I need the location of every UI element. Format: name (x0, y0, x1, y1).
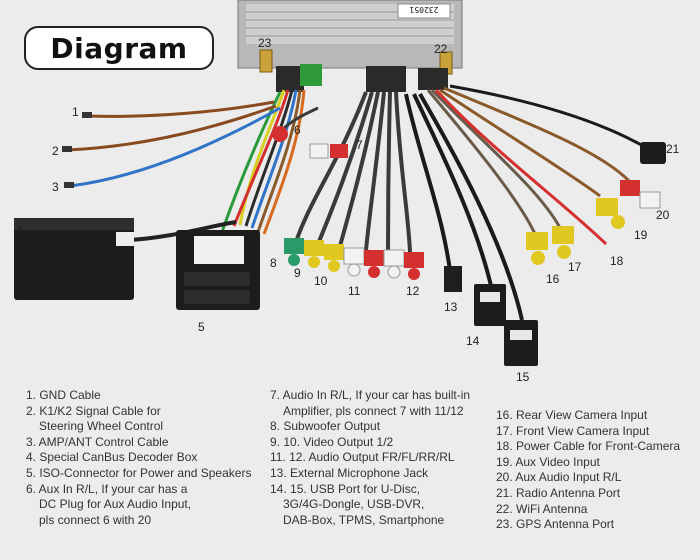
canbus-decoder-box (14, 218, 134, 300)
legend-item-continued: Amplifier, pls connect 7 with 11/12 (283, 403, 464, 418)
callout-5: 5 (198, 320, 205, 334)
legend-item: 11. 12. Audio Output FR/FL/RR/RL (270, 450, 455, 465)
rca-plug-video-2 (324, 244, 344, 272)
callout-8: 8 (270, 256, 277, 270)
legend-item: 7. Audio In R/L, If your car has built-i… (270, 388, 471, 402)
legend-column-1: 1. GND Cable 2. K1/K2 Signal Cable for S… (26, 388, 251, 528)
gps-antenna-port (259, 49, 273, 73)
callout-10: 10 (314, 274, 328, 288)
legend-item: 9. 10. Video Output 1/2 (270, 434, 394, 449)
harness-plug-left (276, 66, 304, 92)
legend-item-continued: Steering Wheel Control (39, 419, 164, 434)
callout-11: 11 (348, 284, 361, 298)
wiring-illustration: 232051 (14, 0, 666, 366)
callout-12: 12 (406, 284, 420, 298)
legend-item: 13. External Microphone Jack (270, 465, 429, 480)
callout-17: 17 (568, 260, 582, 274)
microphone-jack (444, 266, 462, 292)
rca-plug-audio-red-2 (404, 252, 424, 280)
callout-1: 1 (72, 105, 79, 119)
usb-plug-2 (504, 320, 538, 366)
callout-16: 16 (546, 272, 560, 286)
harness-plug-green (300, 64, 322, 86)
legend-item: 17. Front View Camera Input (496, 423, 650, 438)
callout-2: 2 (52, 144, 59, 158)
legend-item-continued: pls connect 6 with 20 (39, 512, 152, 527)
callout-9: 9 (294, 266, 301, 280)
legend-item: 14. 15. USB Port for U-Disc, (270, 481, 421, 496)
aux-in-plug (272, 126, 288, 142)
diagram-title: Diagram (50, 31, 188, 65)
callout-23: 23 (258, 36, 272, 50)
rca-plug-aux-video (596, 198, 625, 229)
callout-18: 18 (610, 254, 624, 268)
legend-item: 18. Power Cable for Front-Camera (496, 439, 681, 454)
rca-plug-front-camera (552, 226, 574, 259)
audio-in-rca-pair (309, 143, 348, 159)
rca-plug-audio-white-2 (383, 249, 405, 279)
rca-plug-audio-white-1 (343, 247, 365, 277)
callout-14: 14 (466, 334, 480, 348)
legend-item: 4. Special CanBus Decoder Box (26, 450, 198, 465)
callout-13: 13 (444, 300, 458, 314)
iso-connector (176, 230, 260, 310)
legend-item: 8. Subwoofer Output (270, 419, 381, 434)
legend-item: 2. K1/K2 Signal Cable for (26, 403, 161, 418)
legend-item: 20. Aux Audio Input R/L (496, 470, 622, 485)
legend-item: 5. ISO-Connector for Power and Speakers (26, 465, 252, 480)
legend-item-continued: 3G/4G-Dongle, USB-DVR, (283, 497, 425, 512)
head-unit: 232051 (237, 0, 463, 69)
callout-19: 19 (634, 228, 648, 242)
legend-item: 19. Aux Video Input (496, 454, 600, 469)
harness-plug-right (418, 68, 448, 90)
callout-7: 7 (356, 138, 363, 152)
rca-plug-rear-camera (526, 232, 548, 265)
rca-plug-video-1 (304, 240, 324, 268)
legend-item: 21. Radio Antenna Port (496, 485, 621, 500)
callout-3: 3 (52, 180, 59, 194)
serial-label: 232051 (409, 5, 438, 14)
title-box: Diagram (24, 26, 214, 70)
callout-21: 21 (666, 142, 680, 156)
legend-item: 23. GPS Antenna Port (496, 517, 615, 532)
legend-item: 22. WiFi Antenna (496, 501, 588, 516)
rca-plug-aux-audio (620, 180, 661, 209)
callout-20: 20 (656, 208, 670, 222)
harness-plug-center (366, 66, 406, 92)
legend-item: 6. Aux In R/L, If your car has a (26, 481, 188, 496)
callout-4: 4 (16, 224, 23, 238)
callout-15: 15 (516, 370, 530, 384)
radio-antenna-plug (640, 142, 666, 164)
legend-column-2: 7. Audio In R/L, If your car has built-i… (270, 388, 470, 528)
legend-item: 1. GND Cable (26, 388, 101, 402)
legend-item: 16. Rear View Camera Input (496, 408, 648, 422)
rca-plug-audio-red-1 (364, 250, 384, 278)
usb-plug-1 (474, 284, 506, 326)
callout-6: 6 (294, 123, 301, 137)
legend-item-continued: DC Plug for Aux Audio Input, (39, 497, 192, 512)
legend-item-continued: DAB-Box, TPMS, Smartphone (283, 512, 445, 527)
callout-22: 22 (434, 42, 448, 56)
rca-plug-subwoofer (284, 238, 304, 266)
legend-item: 3. AMP/ANT Control Cable (26, 434, 169, 449)
legend-column-3: 16. Rear View Camera Input 17. Front Vie… (496, 408, 680, 533)
